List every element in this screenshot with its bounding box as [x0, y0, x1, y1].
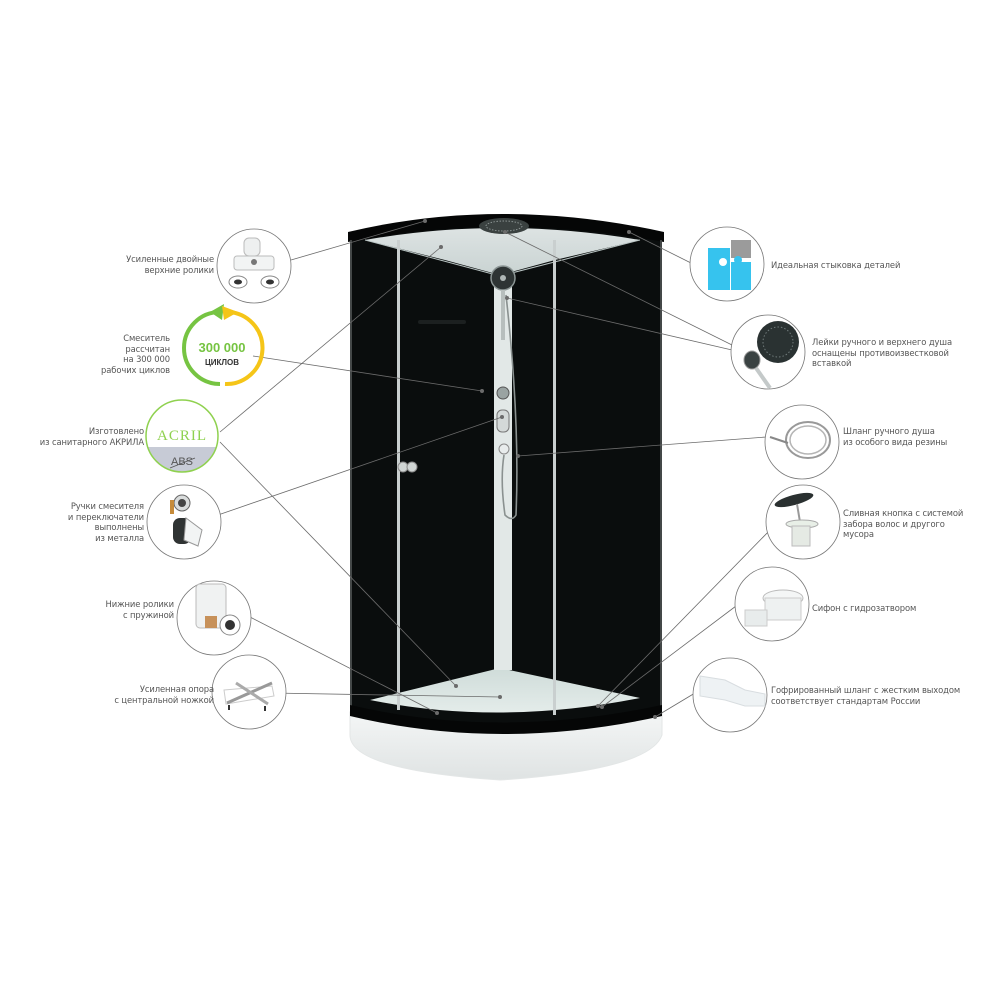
callout-mixer-cycles: Смеситель рассчитан на 300 000 рабочих ц… — [101, 333, 170, 375]
acril-abs-icon: ACRIL ABS — [145, 399, 219, 473]
callout-lines — [217, 220, 774, 718]
siphon-icon — [734, 566, 810, 642]
callout-siphon: Сифон с гидрозатвором — [812, 603, 917, 613]
callout-top-rollers: Усиленные двойные верхние ролики — [126, 254, 214, 275]
callout-drain: Сливная кнопка с системой забора волос и… — [843, 508, 964, 539]
puzzle-icon — [689, 226, 765, 302]
double-roller-icon — [216, 228, 292, 304]
callout-shower-heads: Лейки ручного и верхнего душа оснащены п… — [812, 337, 952, 368]
spring-roller-icon — [176, 580, 252, 656]
svg-text:300 000: 300 000 — [199, 340, 246, 355]
callout-acrylic: Изготовлено из санитарного АКРИЛА — [39, 426, 144, 447]
cycle-badge-icon: 300 000 ЦИКЛОВ — [182, 304, 265, 387]
shower-hose-icon — [764, 404, 840, 480]
callout-corrugated-hose: Гофрированный шланг с жестким выходом со… — [771, 685, 961, 706]
svg-text:ACRIL: ACRIL — [157, 428, 207, 444]
cabin — [348, 214, 664, 781]
callout-hose: Шланг ручного душа из особого вида резин… — [843, 426, 948, 447]
callout-metal-handles: Ручки смесителя и переключатели выполнен… — [67, 501, 144, 543]
callout-dots — [423, 219, 657, 719]
callout-fit: Идеальная стыковка деталей — [771, 260, 901, 270]
callout-support: Усиленная опора с центральной ножкой — [114, 684, 214, 705]
shower-heads-icon — [730, 314, 806, 390]
mixer-handles-icon — [146, 484, 222, 560]
callout-bottom-rollers: Нижние ролики с пружиной — [105, 599, 175, 620]
svg-text:ЦИКЛОВ: ЦИКЛОВ — [205, 358, 239, 367]
drain-button-icon — [765, 484, 841, 560]
support-frame-icon — [211, 654, 287, 730]
corrugated-hose-icon — [692, 657, 768, 733]
